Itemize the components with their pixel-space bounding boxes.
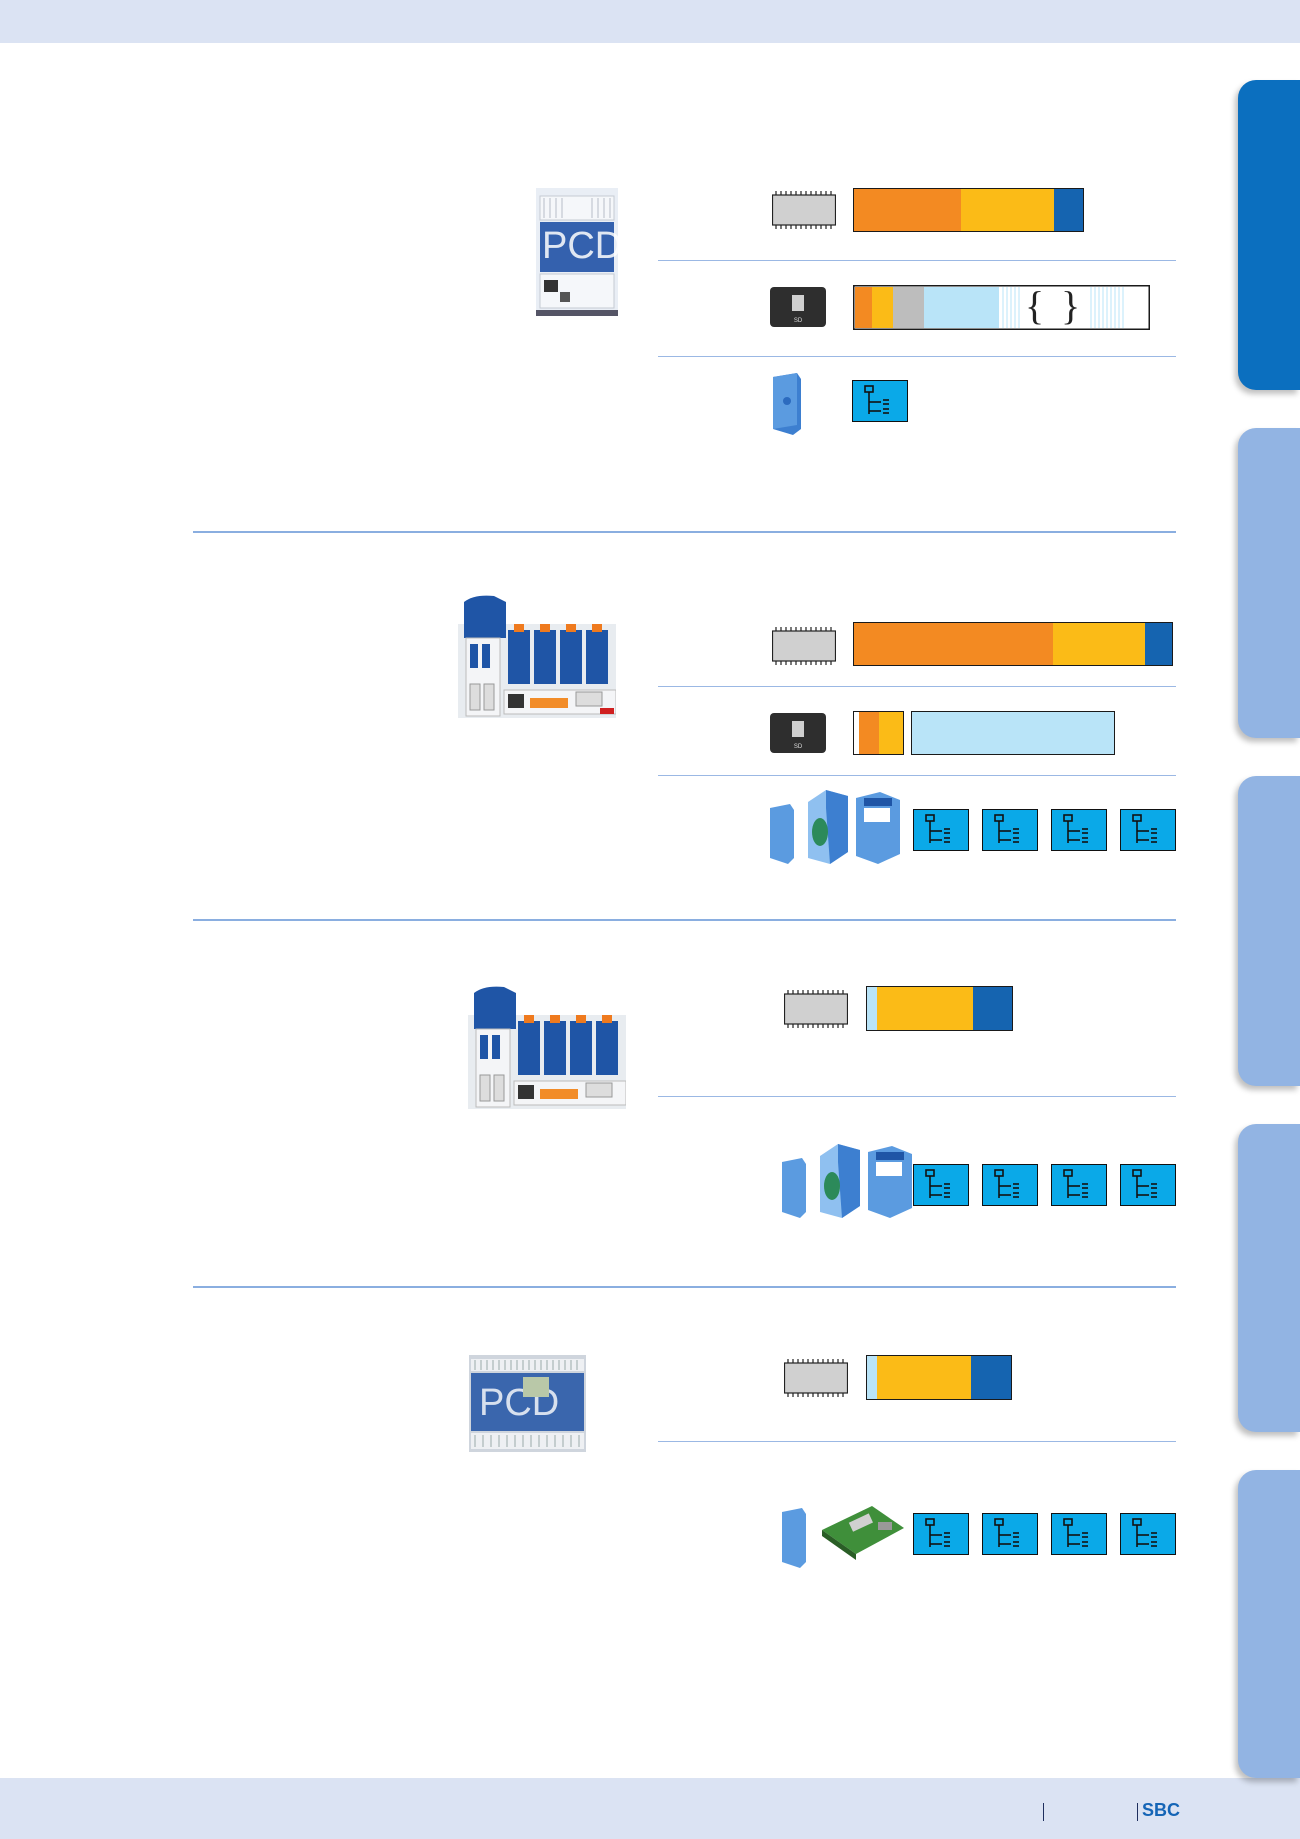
program-tree-icon: [913, 1513, 969, 1555]
row-divider: [658, 1441, 1176, 1442]
program-tree-icon: [1051, 1164, 1107, 1206]
svg-text:SD: SD: [794, 744, 803, 750]
side-tab[interactable]: [1238, 1470, 1300, 1778]
row-divider: [658, 686, 1176, 687]
svg-text:{: {: [1025, 285, 1044, 328]
footer-separator: [1137, 1803, 1138, 1821]
flash-module-icons: [782, 1506, 904, 1568]
side-tab[interactable]: [1238, 776, 1300, 1086]
memory-bar: [866, 1355, 1012, 1400]
device-logo-text: PCD: [542, 225, 618, 267]
side-tab[interactable]: [1238, 1124, 1300, 1432]
memory-chip-icon: [784, 1359, 848, 1397]
microsd-card-icon: SD: [770, 287, 826, 327]
program-tree-icon: [982, 809, 1038, 851]
program-tree-icon: [982, 1164, 1038, 1206]
memory-bar: [853, 188, 1084, 232]
memory-chip-icon: [784, 990, 848, 1028]
flash-module-icon: [773, 373, 801, 435]
flash-module-icons: [782, 1144, 912, 1218]
program-tree-icon: [913, 809, 969, 851]
memory-bar: [866, 986, 1013, 1031]
header-band: [0, 0, 1300, 43]
pcd2-device-image: PCD: [469, 1355, 586, 1452]
row-divider: [658, 1096, 1176, 1097]
side-tab-active[interactable]: [1238, 80, 1300, 390]
program-tree-icon: [1120, 1164, 1176, 1206]
footer-separator: [1043, 1803, 1044, 1821]
side-tab[interactable]: [1238, 428, 1300, 738]
section-divider: [193, 1286, 1176, 1288]
section-divider: [193, 919, 1176, 921]
pcd3-device-image: [468, 986, 626, 1109]
program-tree-icon: [1120, 1513, 1176, 1555]
program-tree-icon: [1051, 1513, 1107, 1555]
program-tree-icon: [982, 1513, 1038, 1555]
program-tree-icon: [913, 1164, 969, 1206]
microsd-card-icon: SD: [770, 713, 826, 753]
memory-bar-small: [853, 711, 904, 755]
memory-bar-extension: [911, 711, 1115, 755]
svg-text:SD: SD: [794, 318, 803, 324]
memory-chip-icon: [772, 191, 836, 229]
memory-bar: [853, 622, 1173, 666]
footer-brand: SBC: [1142, 1800, 1181, 1820]
row-divider: [658, 356, 1176, 357]
pcd1-device-image: PCD: [536, 188, 618, 316]
memory-bar-extended: { }: [853, 285, 1150, 330]
program-tree-icon: [1051, 809, 1107, 851]
memory-chip-icon: [772, 627, 836, 665]
section-divider: [193, 531, 1176, 533]
program-tree-icon: [1120, 809, 1176, 851]
row-divider: [658, 260, 1176, 261]
program-tree-icon: [852, 380, 908, 422]
flash-module-icons: [770, 790, 900, 864]
pcd3-device-image: [458, 595, 616, 718]
row-divider: [658, 775, 1176, 776]
footer-band: [0, 1778, 1300, 1839]
svg-text:}: }: [1061, 285, 1080, 328]
